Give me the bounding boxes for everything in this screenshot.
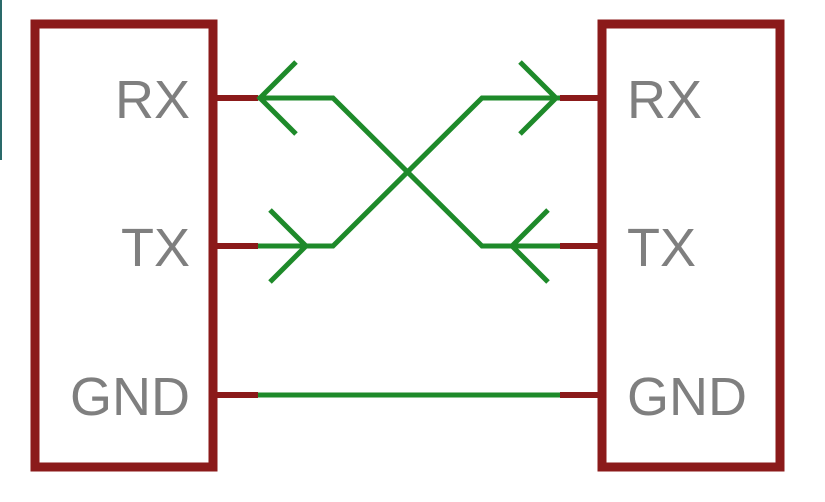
right-tx-label: TX (627, 218, 696, 278)
right-gnd-label: GND (627, 367, 747, 427)
arrow-right-tx-outgoing (508, 208, 550, 284)
right-rx-label: RX (627, 70, 702, 130)
wire-right-tx-to-left-rx (258, 95, 560, 249)
arrow-left-tx-outgoing (268, 208, 310, 284)
arrow-right-rx-incoming (518, 60, 560, 136)
left-rx-label: RX (115, 70, 190, 130)
left-gnd-label: GND (70, 367, 190, 427)
left-tx-label: TX (121, 218, 190, 278)
left-edge-line (0, 0, 2, 160)
arrow-left-rx-incoming (256, 60, 298, 136)
